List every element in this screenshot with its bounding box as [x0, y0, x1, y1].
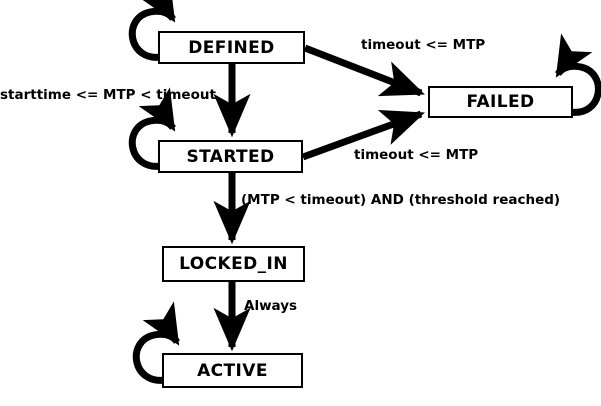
edge-label-timeout-guard-top: timeout <= MTP	[361, 37, 486, 53]
edge-label-timeout-guard-bottom: timeout <= MTP	[354, 147, 479, 163]
state-label-defined: DEFINED	[188, 37, 275, 58]
edge-label-always-guard: Always	[244, 298, 298, 314]
state-node-started[interactable]: STARTED	[158, 140, 303, 173]
edge-started-to-failed	[301, 109, 425, 161]
state-label-active: ACTIVE	[197, 360, 268, 381]
edge-label-starttime-guard: starttime <= MTP < timeout	[0, 87, 216, 103]
state-node-locked-in[interactable]: LOCKED_IN	[162, 246, 305, 282]
edge-active-self-loop	[132, 301, 181, 384]
state-label-failed: FAILED	[466, 92, 535, 112]
edge-defined-to-failed	[303, 44, 425, 97]
state-label-locked-in: LOCKED_IN	[179, 254, 288, 274]
state-label-started: STARTED	[186, 146, 275, 167]
edge-defined-self-loop	[128, 0, 177, 61]
state-node-active[interactable]: ACTIVE	[162, 353, 303, 388]
state-node-defined[interactable]: DEFINED	[158, 31, 305, 64]
edge-failed-self-loop	[554, 33, 601, 116]
edge-started-self-loop	[128, 87, 177, 170]
state-node-failed[interactable]: FAILED	[428, 86, 573, 118]
edge-label-threshold-guard: (MTP < timeout) AND (threshold reached)	[241, 192, 561, 208]
